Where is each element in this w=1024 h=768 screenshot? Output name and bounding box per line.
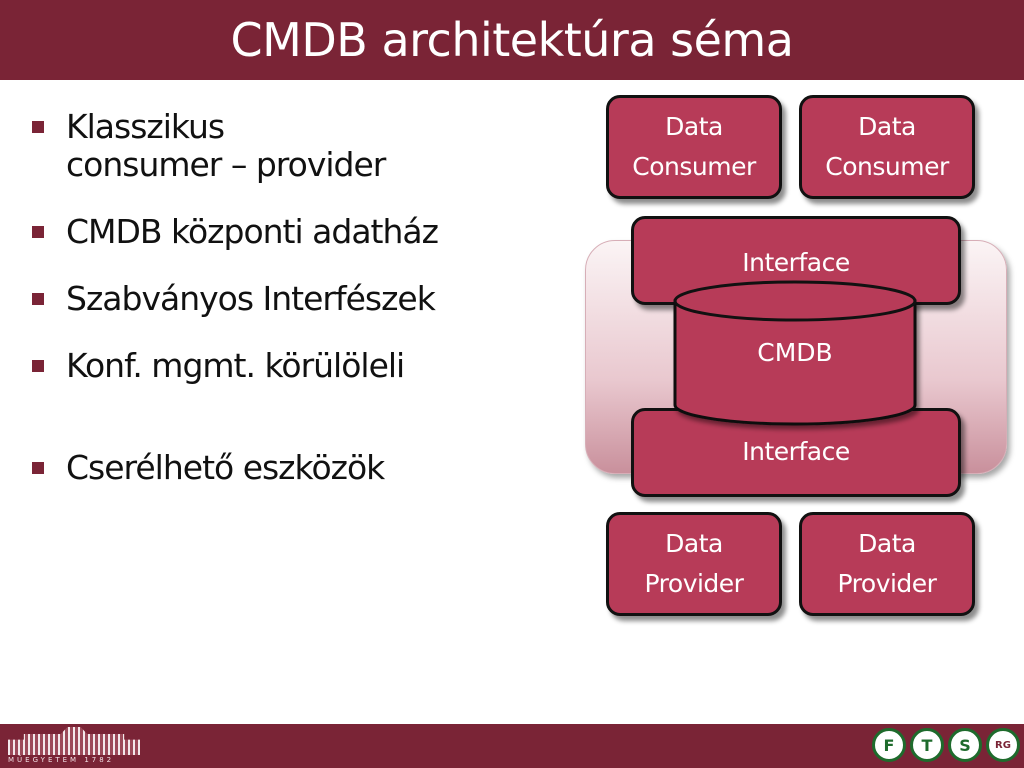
box-label: Consumer [632, 152, 756, 181]
cylinder-shape [673, 280, 917, 426]
university-text: MŰEGYETEM 1782 [8, 756, 115, 764]
bullet-text: Klasszikus [66, 107, 225, 146]
cmdb-label: CMDB [757, 338, 833, 367]
box-label: Data [858, 112, 916, 141]
department-logos: F T S RG [872, 728, 1020, 762]
bullet-item: Konf. mgmt. körülöleli [30, 347, 570, 385]
logo-rg-icon: RG [986, 728, 1020, 762]
box-label: Provider [837, 569, 937, 598]
data-consumer-box: Data Consumer [799, 95, 975, 199]
bullet-text: CMDB központi adatház [66, 212, 439, 251]
square-bullet-icon [32, 226, 44, 238]
logo-t-icon: T [910, 728, 944, 762]
box-label: Provider [644, 569, 744, 598]
square-bullet-icon [32, 360, 44, 372]
logo-f-icon: F [872, 728, 906, 762]
square-bullet-icon [32, 462, 44, 474]
slide-title: CMDB architektúra séma [230, 13, 794, 67]
bullet-text: Konf. mgmt. körülöleli [66, 346, 405, 385]
box-label: Data [858, 529, 916, 558]
box-label: Data [665, 529, 723, 558]
title-bar: CMDB architektúra séma [0, 0, 1024, 80]
bullet-text: Szabványos Interfészek [66, 279, 436, 318]
square-bullet-icon [32, 121, 44, 133]
bullet-item: Szabványos Interfészek [30, 280, 570, 318]
footer-bar: MŰEGYETEM 1782 F T S RG [0, 724, 1024, 768]
box-label: Data [665, 112, 723, 141]
university-logo: MŰEGYETEM 1782 [8, 727, 146, 765]
bullet-item: Cserélhető eszközök [30, 449, 570, 487]
data-consumer-box: Data Consumer [606, 95, 782, 199]
data-provider-box: Data Provider [799, 512, 975, 616]
bullet-item: Klasszikus consumer – provider [30, 108, 570, 184]
bullet-item: CMDB központi adatház [30, 213, 570, 251]
architecture-diagram: Data Consumer Data Consumer Interface In… [575, 90, 1024, 630]
box-label: Consumer [825, 152, 949, 181]
square-bullet-icon [32, 293, 44, 305]
building-icon [8, 727, 140, 755]
box-label: Interface [742, 248, 850, 277]
data-provider-box: Data Provider [606, 512, 782, 616]
box-label: Interface [742, 437, 850, 466]
bullet-text: Cserélhető eszközök [66, 448, 385, 487]
bullet-list: Klasszikus consumer – provider CMDB közp… [30, 108, 570, 516]
logo-s-icon: S [948, 728, 982, 762]
bullet-text: consumer – provider [66, 145, 386, 184]
cmdb-cylinder: CMDB [673, 280, 923, 430]
